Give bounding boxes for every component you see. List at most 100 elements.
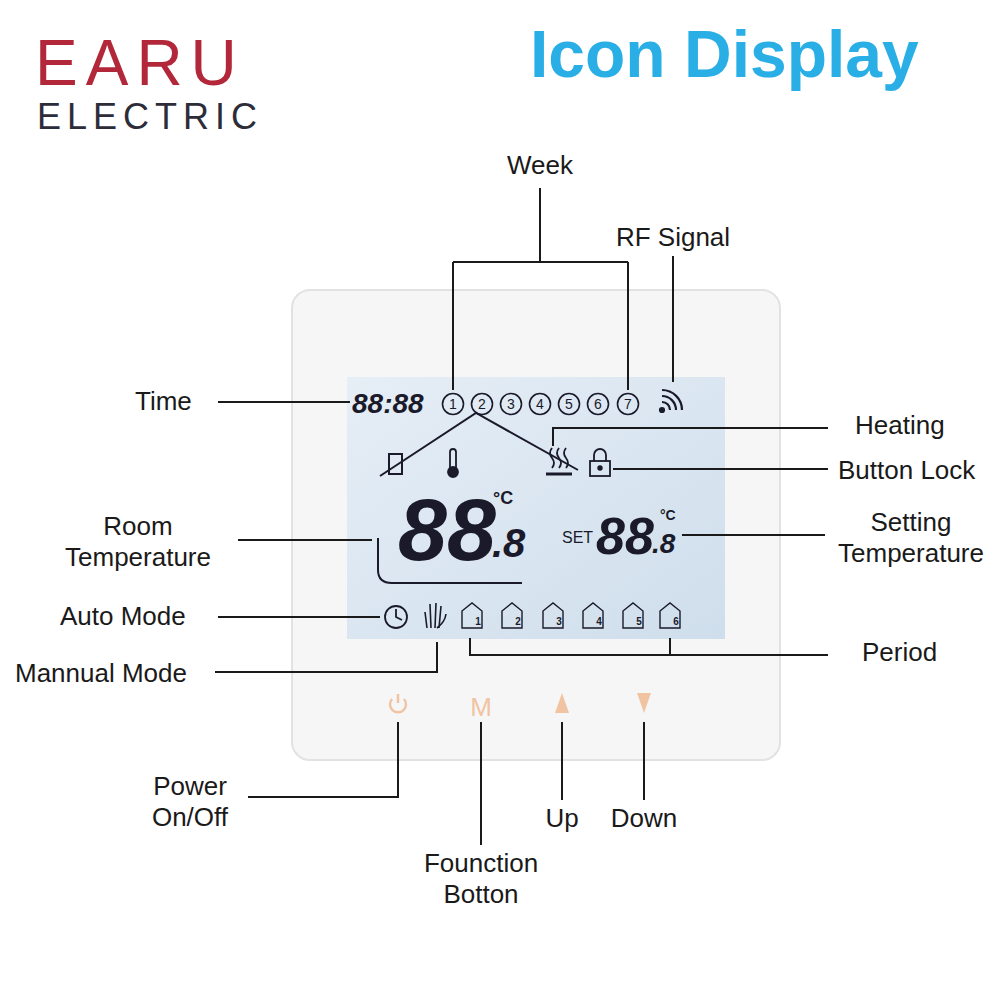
- callout-label: Period: [862, 637, 992, 668]
- callout-label: Founction Botton: [396, 848, 566, 909]
- arrow-buttons: [555, 693, 569, 713]
- clock-icon: [385, 606, 407, 628]
- rf-signal-icon: [662, 396, 676, 410]
- week-circles: [559, 394, 580, 415]
- power-button: [397, 694, 399, 703]
- leader-lines: [643, 722, 645, 800]
- power-button: [390, 694, 406, 712]
- leader-lines: [672, 256, 674, 382]
- callout-label: Auto Mode: [60, 601, 210, 632]
- heating-icon: [546, 448, 572, 474]
- hand-icon: [425, 603, 446, 628]
- callout-label: Down: [604, 803, 684, 834]
- room-temperature-digits: 88: [398, 478, 508, 582]
- week-circles: [588, 394, 609, 415]
- lock-icon: [594, 449, 606, 461]
- period-icons: [660, 603, 680, 628]
- week-day-number: 1: [442, 395, 464, 413]
- room-temperature-decimal: .8: [492, 520, 532, 567]
- leader-lines: [218, 616, 380, 618]
- rf-signal-icon: [660, 408, 664, 412]
- week-circles: [530, 394, 551, 415]
- callout-label: Week: [480, 150, 600, 181]
- leader-lines: [248, 722, 398, 797]
- leader-lines: [470, 638, 828, 655]
- clock-icon: [385, 606, 407, 628]
- brand-subtitle: ELECTRIC: [37, 96, 337, 138]
- leader-lines: [215, 642, 437, 672]
- set-temperature-decimal: .8: [652, 527, 684, 560]
- leader-lines: [215, 188, 828, 845]
- house-outline: [380, 413, 578, 476]
- leader-lines: [480, 722, 482, 845]
- temperature-unit: °C: [493, 487, 523, 510]
- thermometer-icon: [448, 449, 458, 477]
- callout-label: Heating: [855, 410, 995, 441]
- period-number: 1: [473, 615, 483, 628]
- period-icons: [543, 603, 563, 628]
- heating-icon: [564, 448, 568, 468]
- callout-label: Up: [532, 803, 592, 834]
- period-number: 6: [671, 615, 681, 628]
- week-circles: [618, 394, 639, 415]
- leader-lines: [561, 722, 563, 800]
- lcd-screen: [347, 377, 725, 639]
- callout-label: Mannual Mode: [15, 658, 210, 689]
- week-circles: [443, 394, 464, 415]
- week-day-number: 7: [617, 395, 639, 413]
- week-circles: [472, 394, 493, 415]
- callout-label: Setting Temperature: [826, 507, 996, 568]
- lock-icon: [598, 466, 602, 470]
- rf-signal-icon: [660, 390, 682, 412]
- house-outline: [389, 454, 402, 474]
- week-circles: [501, 394, 522, 415]
- lock-icon: [590, 449, 610, 476]
- period-icons: [502, 603, 522, 628]
- week-day-number: 3: [500, 395, 522, 413]
- clock-icon: [396, 609, 402, 620]
- period-number: 5: [634, 615, 644, 628]
- callout-label: Button Lock: [838, 455, 996, 486]
- period-number: 3: [554, 615, 564, 628]
- period-icons: [462, 603, 680, 628]
- lcd-time: 88:88: [352, 387, 447, 420]
- heating-icon: [557, 448, 561, 468]
- arrow-buttons: [637, 693, 651, 713]
- leader-lines: [453, 188, 628, 390]
- callout-label: RF Signal: [593, 222, 753, 253]
- week-day-number: 2: [471, 395, 493, 413]
- rf-signal-icon: [662, 402, 670, 410]
- leader-lines: [238, 539, 372, 541]
- rf-signal-icon: [662, 390, 682, 410]
- thermometer-icon: [448, 467, 458, 477]
- page-title: Icon Display: [530, 16, 990, 94]
- brand-logo: EARU: [35, 26, 335, 102]
- callout-label: Power On/Off: [125, 771, 255, 832]
- period-icons: [623, 603, 643, 628]
- callout-label: Room Temperature: [38, 511, 238, 572]
- hand-icon: [425, 603, 446, 628]
- period-icons: [583, 603, 603, 628]
- lcd-screen: [347, 377, 725, 639]
- leader-lines: [218, 401, 350, 403]
- thermometer-icon: [450, 449, 456, 468]
- function-button: M: [461, 692, 501, 723]
- heating-icon: [546, 473, 572, 476]
- week-circles: [443, 394, 639, 415]
- callout-label: Time: [135, 386, 205, 417]
- lock-icon: [590, 461, 610, 476]
- period-icons: [462, 603, 482, 628]
- arrow-buttons: [555, 693, 651, 713]
- week-day-number: 4: [529, 395, 551, 413]
- thermostat-panel: [292, 290, 780, 760]
- thermostat-panel: [292, 290, 780, 760]
- house-outline: [378, 413, 578, 583]
- leader-lines: [682, 534, 825, 536]
- week-day-number: 5: [558, 395, 580, 413]
- period-number: 2: [513, 615, 523, 628]
- week-day-number: 6: [587, 395, 609, 413]
- heating-icon: [550, 448, 554, 468]
- leader-lines: [613, 468, 828, 470]
- leader-lines: [553, 428, 828, 446]
- period-number: 4: [594, 615, 604, 628]
